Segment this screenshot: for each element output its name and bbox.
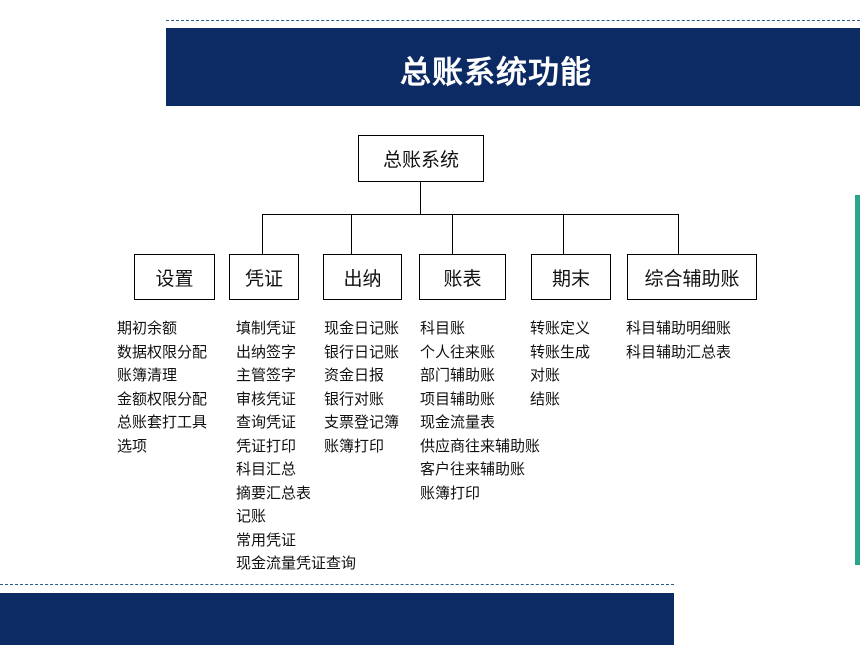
list-item: 科目账 [420,319,466,337]
module-voucher: 凭证 [229,254,299,300]
list-item: 供应商往来辅助账 [420,436,541,455]
title-banner [166,28,860,106]
list-item: 科目辅助明细账 [626,319,732,337]
bottom-dashed-divider [0,584,674,585]
list-item: 账簿打印 [324,436,385,455]
list-item: 审核凭证 [236,389,297,408]
list-item: 期初余额 [117,319,178,337]
connector-reports [452,214,453,254]
connector-voucher [262,214,263,254]
footer-banner [0,593,674,645]
period-end-items: 转账定义 转账生成 对账 结账 [530,317,590,411]
list-item: 凭证打印 [236,436,297,455]
list-item: 账簿清理 [117,366,178,384]
list-item: 转账生成 [530,342,591,361]
module-reports: 账表 [419,254,506,300]
list-item: 对账 [530,366,561,384]
list-item: 账簿打印 [420,483,481,502]
list-item: 资金日报 [324,366,385,384]
connector-period-end [563,214,564,254]
list-item: 出纳签字 [236,342,297,361]
horizontal-connector [262,214,678,215]
cashier-items: 现金日记账 银行日记账 资金日报 银行对账 支票登记簿 账簿打印 [324,317,399,458]
root-node: 总账系统 [358,135,484,182]
connector-cashier [351,214,352,254]
list-item: 结账 [530,389,561,408]
list-item: 现金流量凭证查询 [236,554,357,572]
list-item: 选项 [117,436,148,455]
list-item: 现金日记账 [324,319,400,337]
list-item: 常用凭证 [236,530,297,549]
connector-aux [678,214,679,254]
list-item: 记账 [236,507,267,525]
module-cashier: 出纳 [323,254,402,300]
page-title: 总账系统功能 [400,55,592,91]
list-item: 项目辅助账 [420,389,496,408]
list-item: 转账定义 [530,319,591,337]
list-item: 填制凭证 [236,319,297,337]
root-connector [420,182,421,215]
aux-ledger-items: 科目辅助明细账 科目辅助汇总表 [626,317,731,364]
voucher-items: 填制凭证 出纳签字 主管签字 审核凭证 查询凭证 凭证打印 科目汇总 摘要汇总表… [236,317,356,576]
top-dashed-divider [166,20,860,21]
list-item: 银行对账 [324,389,385,408]
list-item: 银行日记账 [324,342,400,361]
right-accent-stripe [855,195,860,565]
list-item: 主管签字 [236,366,297,384]
list-item: 数据权限分配 [117,342,208,361]
list-item: 现金流量表 [420,413,496,431]
list-item: 总账套打工具 [117,413,208,431]
list-item: 部门辅助账 [420,366,496,384]
module-settings: 设置 [134,254,215,300]
list-item: 个人往来账 [420,342,496,361]
settings-items: 期初余额 数据权限分配 账簿清理 金额权限分配 总账套打工具 选项 [117,317,207,458]
list-item: 客户往来辅助账 [420,460,526,478]
list-item: 支票登记簿 [324,413,400,431]
list-item: 科目汇总 [236,460,297,478]
module-period-end: 期末 [531,254,611,300]
list-item: 科目辅助汇总表 [626,342,732,361]
list-item: 金额权限分配 [117,389,208,408]
list-item: 摘要汇总表 [236,483,312,502]
list-item: 查询凭证 [236,413,297,431]
reports-items: 科目账 个人往来账 部门辅助账 项目辅助账 现金流量表 供应商往来辅助账 客户往… [420,317,540,505]
module-aux-ledger: 综合辅助账 [627,254,757,300]
